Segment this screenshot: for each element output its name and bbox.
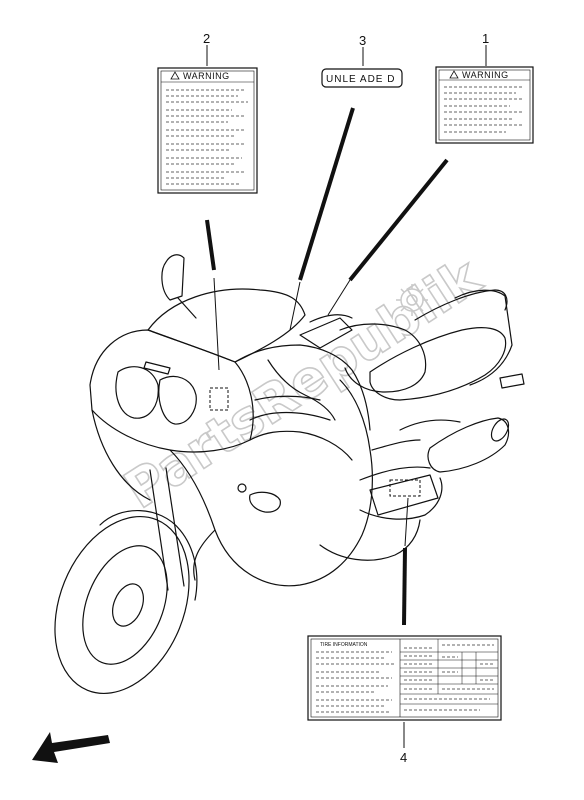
lower-fairing <box>319 519 421 561</box>
warning-label-2-body <box>166 89 248 185</box>
turn-signal <box>249 491 281 513</box>
left-mirror <box>161 254 185 301</box>
direction-arrow-icon <box>32 732 110 763</box>
upper-fairing <box>89 329 254 453</box>
warning-label-2: WARNING <box>157 67 258 194</box>
front-tire <box>54 515 190 695</box>
gear-logo-icon <box>396 284 428 316</box>
exhaust <box>427 417 510 473</box>
fuel-tank <box>339 323 427 393</box>
side-fairing <box>169 379 373 587</box>
callout-number-1: 1 <box>482 31 489 46</box>
warning-label-2-heading: WARNING <box>183 71 230 81</box>
tire-information-label-4: TIRE INFORMATION <box>307 635 502 721</box>
headlight-left <box>115 366 159 419</box>
leader-lines <box>205 45 487 748</box>
watermark: PartsRepublik <box>114 246 494 522</box>
tail-cowl <box>454 289 513 386</box>
seat <box>369 327 507 401</box>
warning-label-1: WARNING <box>435 66 534 144</box>
headlight-right <box>158 375 197 425</box>
warning-triangle-icon <box>449 70 459 79</box>
motorcycle-outline <box>54 254 525 695</box>
warning-label-1-heading: WARNING <box>462 70 509 80</box>
unleaded-label-text: UNLE ADE D <box>326 74 395 85</box>
tire-table-grid <box>400 639 498 705</box>
sticker-location-marker-2 <box>389 479 421 497</box>
callout-number-2: 2 <box>203 31 210 46</box>
callout-number-3: 3 <box>359 33 366 48</box>
warning-label-1-body <box>444 86 524 133</box>
unleaded-label-3: UNLE ADE D <box>321 68 403 88</box>
tire-information-body <box>316 644 494 713</box>
front-rim <box>82 545 168 665</box>
callout-number-4: 4 <box>400 750 407 765</box>
watermark-text: PartsRepublik <box>114 246 492 521</box>
warning-triangle-icon <box>170 71 180 80</box>
tire-information-heading: TIRE INFORMATION <box>320 642 368 648</box>
